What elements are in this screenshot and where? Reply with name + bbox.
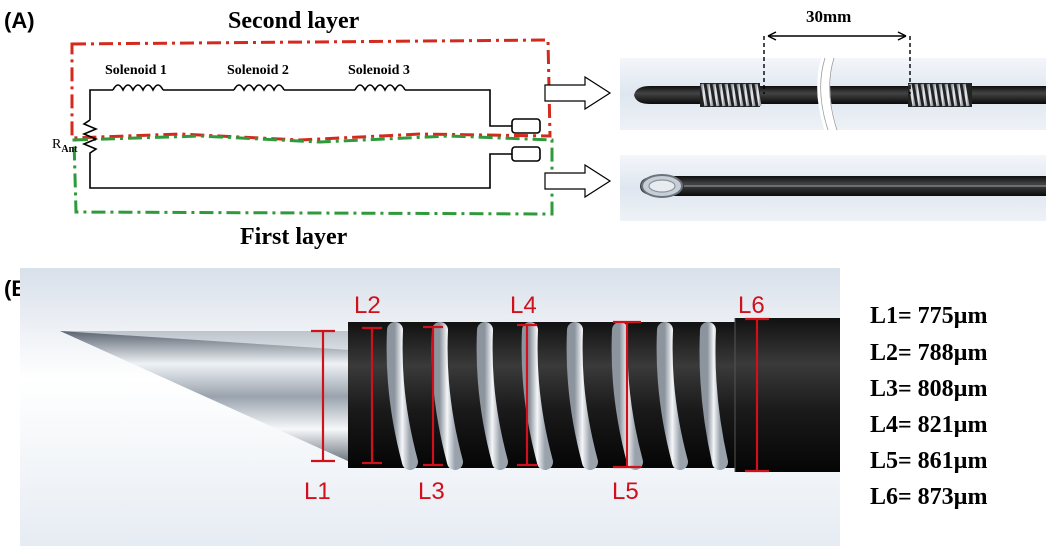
measurement-l2: L2= 788µm [870,340,988,366]
solenoid-1-label: Solenoid 1 [105,63,167,78]
measurement-l3: L3= 808µm [870,376,988,402]
marker-l2-label: L2 [354,292,381,319]
marker-l1-label: L1 [304,478,331,505]
markers [311,317,769,473]
resistor [81,119,512,189]
first-layer-title: First layer [240,224,348,250]
arrow-top [544,75,612,111]
marker-l4-label: L4 [510,292,537,319]
port-bottom [511,146,541,162]
marker-l1 [311,329,335,463]
resistor-label: RAnt [52,137,78,155]
first-layer-outline [72,134,554,216]
arrow-bottom [544,163,612,199]
second-layer-title: Second layer [228,8,360,34]
marker-l3 [423,325,443,467]
marker-l2 [362,326,382,465]
marker-l6 [745,317,769,473]
measurement-l1: L1= 775µm [870,303,988,329]
marker-l5-label: L5 [612,478,639,505]
solenoid-2-label: Solenoid 2 [227,63,289,78]
spacing-label: 30mm [806,7,851,26]
first-layer-render [620,155,1046,221]
panel-a-label: (A) [4,8,35,33]
solenoid-3-coil [354,84,406,92]
coil-left [700,83,762,107]
marker-l6-label: L6 [738,292,765,319]
measurement-l5: L5= 861µm [870,448,988,474]
solenoid-2-coil [233,84,285,92]
solenoid-1-coil [112,84,164,92]
coil-windings [386,322,728,470]
circuit [81,84,541,189]
second-layer-render [620,56,1046,132]
marker-l3-label: L3 [418,478,445,505]
port-top [511,118,541,134]
solenoid-3-label: Solenoid 3 [348,63,410,78]
needle-render [20,268,840,546]
marker-l4 [517,323,537,467]
spacing-dimension [763,31,911,94]
measurement-list: L1= 775µm L2= 788µm L3= 808µm L4= 821µm … [870,303,988,510]
measurement-l6: L6= 873µm [870,484,988,510]
measurement-l4: L4= 821µm [870,412,988,438]
marker-l5 [613,320,641,469]
coil-right [908,83,972,107]
